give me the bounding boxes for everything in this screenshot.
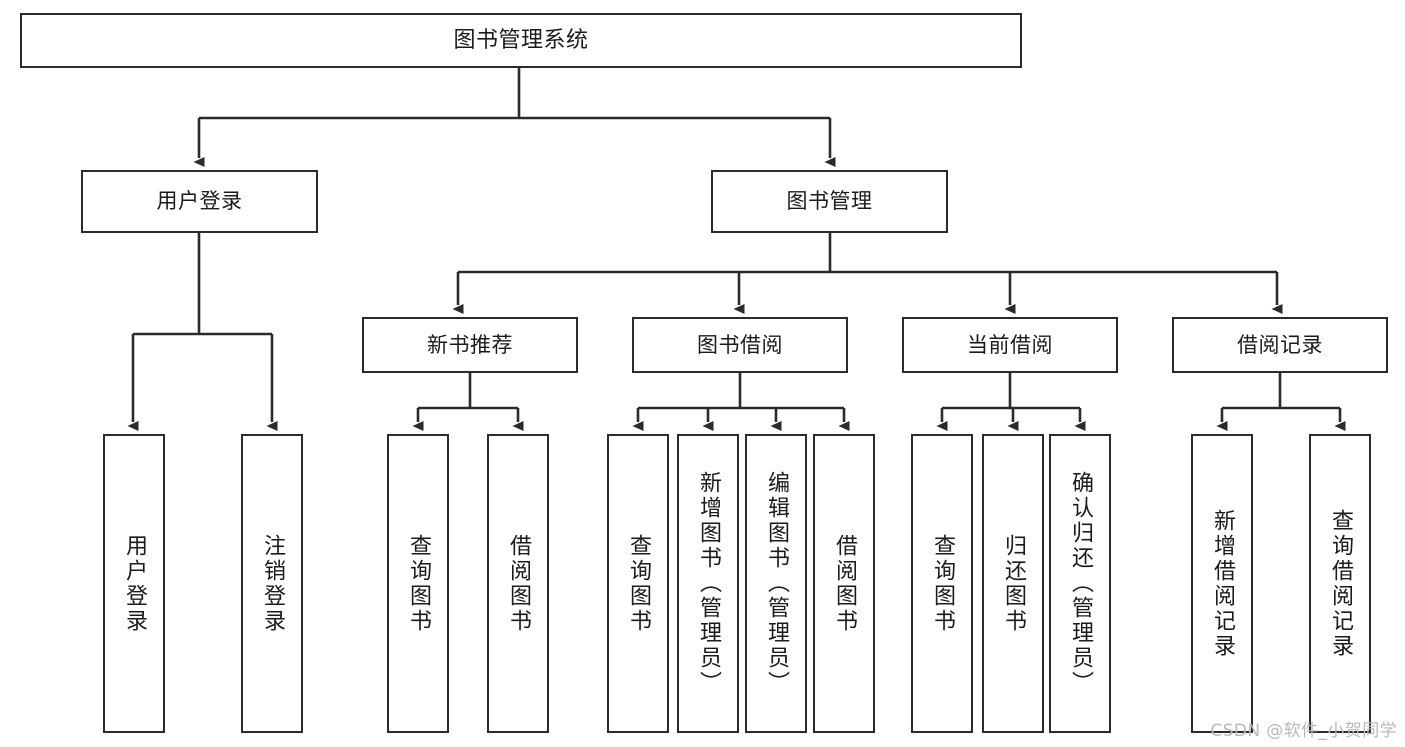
node-user-login[interactable]: 用户登录 (81, 170, 318, 233)
node-leaf-record-add-record[interactable]: 新增借阅记录 (1191, 434, 1253, 733)
node-leaf-user-login[interactable]: 用户登录 (103, 434, 165, 733)
node-book-management-label: 图书管理 (786, 189, 873, 214)
node-leaf-record-add-record-label: 新增借阅记录 (1210, 508, 1235, 659)
node-leaf-recommend-borrow-book[interactable]: 借阅图书 (487, 434, 549, 733)
node-leaf-recommend-query-book[interactable]: 查询图书 (387, 434, 449, 733)
node-leaf-user-logout[interactable]: 注销登录 (241, 434, 303, 733)
node-current-borrow[interactable]: 当前借阅 (902, 317, 1118, 373)
node-leaf-borrow-borrow-book-label: 借阅图书 (832, 533, 857, 634)
node-leaf-current-query-book-label: 查询图书 (930, 533, 955, 634)
node-current-borrow-label: 当前借阅 (967, 332, 1053, 357)
node-leaf-user-login-label: 用户登录 (122, 533, 147, 634)
node-book-borrow[interactable]: 图书借阅 (632, 317, 848, 373)
node-leaf-recommend-borrow-book-label: 借阅图书 (506, 533, 531, 634)
watermark-text: CSDN @软件_小贺同学 (1210, 721, 1397, 741)
node-leaf-record-query-record[interactable]: 查询借阅记录 (1309, 434, 1371, 733)
node-leaf-record-query-record-label: 查询借阅记录 (1328, 508, 1353, 659)
node-leaf-current-query-book[interactable]: 查询图书 (911, 434, 973, 733)
node-book-borrow-label: 图书借阅 (697, 332, 783, 357)
node-leaf-current-return-book-label: 归还图书 (1001, 533, 1026, 634)
node-leaf-borrow-add-book-label: 新增图书（管理员） (696, 471, 721, 696)
node-borrow-record-label: 借阅记录 (1237, 332, 1323, 357)
node-leaf-current-confirm-return-label: 确认归还（管理员） (1068, 471, 1093, 696)
node-root-label: 图书管理系统 (453, 27, 589, 53)
node-leaf-borrow-edit-book[interactable]: 编辑图书（管理员） (745, 434, 807, 733)
node-root[interactable]: 图书管理系统 (20, 13, 1022, 68)
node-leaf-borrow-add-book[interactable]: 新增图书（管理员） (677, 434, 739, 733)
node-leaf-borrow-query-book[interactable]: 查询图书 (607, 434, 669, 733)
node-leaf-recommend-query-book-label: 查询图书 (406, 533, 431, 634)
node-leaf-borrow-query-book-label: 查询图书 (626, 533, 651, 634)
node-leaf-current-return-book[interactable]: 归还图书 (982, 434, 1044, 733)
node-leaf-borrow-borrow-book[interactable]: 借阅图书 (813, 434, 875, 733)
node-leaf-current-confirm-return[interactable]: 确认归还（管理员） (1049, 434, 1111, 733)
node-new-book-recommend-label: 新书推荐 (427, 332, 513, 357)
node-leaf-borrow-edit-book-label: 编辑图书（管理员） (764, 471, 789, 696)
node-leaf-user-logout-label: 注销登录 (260, 533, 285, 634)
node-borrow-record[interactable]: 借阅记录 (1172, 317, 1388, 373)
node-new-book-recommend[interactable]: 新书推荐 (362, 317, 578, 373)
node-book-management[interactable]: 图书管理 (711, 170, 948, 233)
node-user-login-label: 用户登录 (156, 189, 243, 214)
